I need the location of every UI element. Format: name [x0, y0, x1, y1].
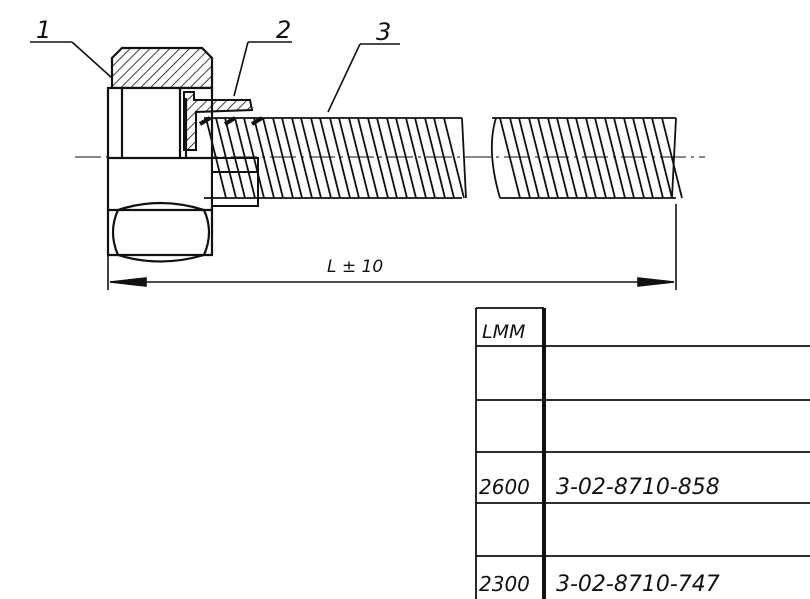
hose-rib [556, 117, 588, 199]
table-row-3-length: 2600 [479, 475, 530, 499]
corrugated-hose-left [204, 117, 467, 199]
hose-rib [414, 117, 446, 199]
hose-rib [651, 117, 683, 199]
hose-rib [300, 117, 332, 199]
hose-rib [575, 117, 607, 199]
hose-rib [613, 117, 645, 199]
length-label: L ± 10 [327, 257, 383, 277]
table-row-3-designation: 3-02-8710-858 [556, 475, 720, 500]
length-dimension [107, 204, 677, 290]
hose-rib [224, 117, 256, 199]
corrugated-hose-right [490, 117, 683, 199]
hose-rib [594, 117, 626, 199]
hose-rib [338, 117, 370, 199]
table-row-5-designation: 3-02-8710-747 [556, 572, 720, 597]
callout-3: 3 [376, 18, 391, 46]
hose-rib [537, 117, 569, 199]
hose-rib [499, 117, 531, 199]
hose-rib [281, 117, 313, 199]
hose-rib [357, 117, 389, 199]
table-row-5-length: 2300 [479, 572, 530, 596]
hose-rib [205, 117, 237, 199]
hose-rib [433, 117, 465, 199]
callout-2: 2 [276, 16, 291, 44]
spec-table [475, 307, 810, 599]
leader-lines [30, 41, 400, 113]
hose-rib [376, 117, 408, 199]
union-nut [106, 46, 214, 263]
table-header: LMM [482, 321, 525, 343]
hose-rib [319, 117, 351, 199]
callout-1: 1 [36, 16, 51, 44]
hose-rib [262, 117, 294, 199]
hose-rib [395, 117, 427, 199]
hose-rib [243, 117, 275, 199]
hose-rib [632, 117, 664, 199]
hose-rib [518, 117, 550, 199]
